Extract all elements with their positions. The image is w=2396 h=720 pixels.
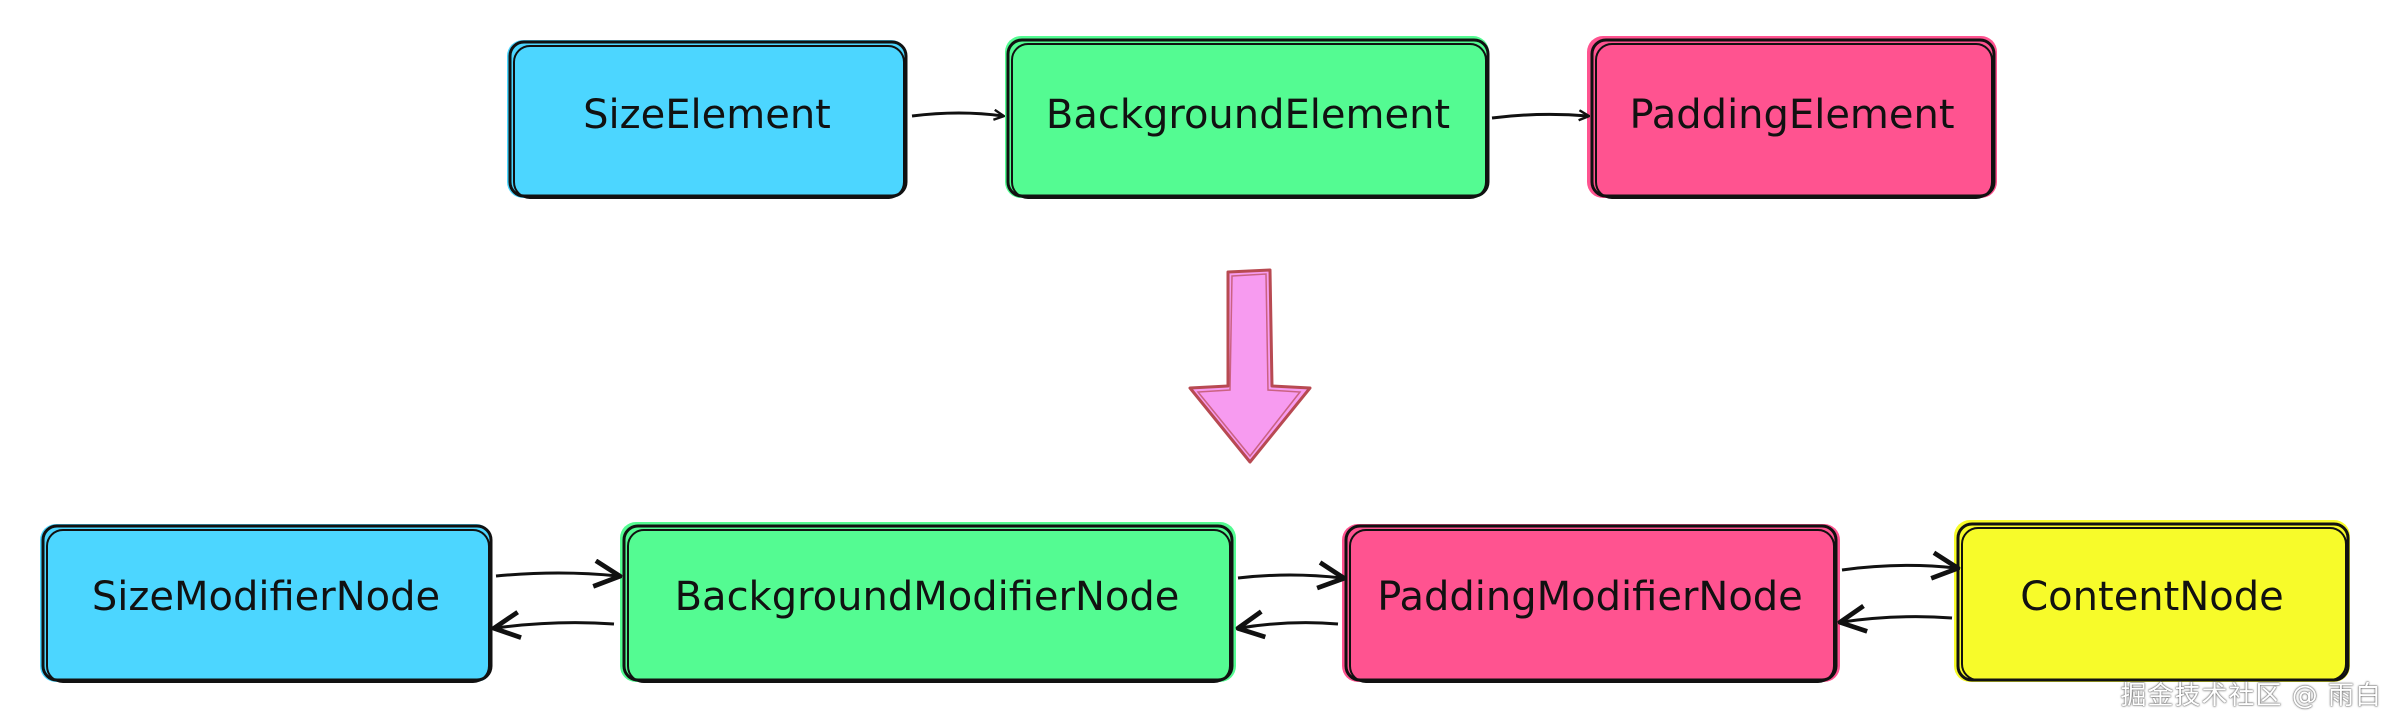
size-modifier-node-label: SizeModifierNode (92, 574, 440, 620)
arrow-background-to-size-node (496, 623, 615, 628)
transform-down-arrow (1188, 268, 1312, 464)
padding-modifier-node-box: PaddingModifierNode (1342, 524, 1840, 683)
background-modifier-node-label: BackgroundModifierNode (675, 574, 1180, 620)
content-node-box: ContentNode (1954, 520, 2350, 682)
arrow-background-to-padding-node (1237, 575, 1342, 578)
size-modifier-node-box: SizeModifierNode (40, 524, 493, 683)
arrow-background-to-padding (1491, 114, 1588, 118)
arrow-size-to-background (911, 113, 1003, 116)
watermark: 掘金技术社区 @ 雨白 (2120, 681, 2382, 711)
arrow-padding-to-content-node (1841, 565, 1956, 570)
size-element-box: SizeElement (507, 40, 908, 199)
padding-modifier-node-label: PaddingModifierNode (1377, 574, 1803, 620)
padding-element-box: PaddingElement (1587, 36, 1997, 199)
arrow-content-to-padding-node (1842, 617, 1953, 622)
size-element-label: SizeElement (583, 92, 831, 138)
padding-element-label: PaddingElement (1629, 92, 1954, 138)
background-element-label: BackgroundElement (1046, 92, 1450, 138)
content-node-label: ContentNode (2020, 574, 2283, 620)
background-modifier-node-box: BackgroundModifierNode (620, 522, 1236, 683)
arrow-padding-to-background-node (1240, 623, 1339, 628)
arrow-size-to-background-node (495, 573, 618, 576)
background-element-box: BackgroundElement (1005, 36, 1490, 199)
